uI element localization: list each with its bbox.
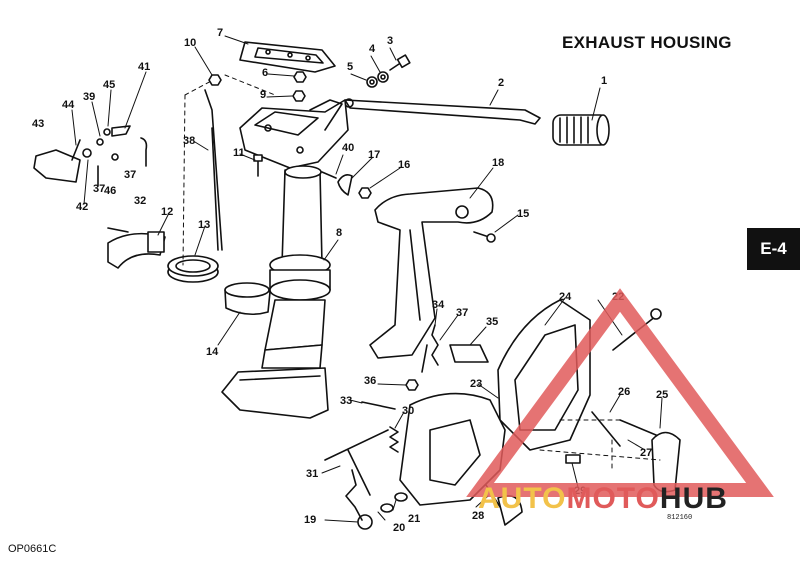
part-spring-37c (421, 344, 428, 373)
part-washer-39 (96, 138, 104, 146)
part-number-label: 39 (83, 91, 95, 103)
part-number-label: 44 (62, 99, 75, 111)
part-washer-4 (377, 71, 389, 83)
part-number-label: 1 (601, 75, 607, 87)
part-number-label: 2 (498, 77, 504, 89)
part-plate-35 (449, 344, 489, 363)
part-bolt-3 (389, 54, 411, 71)
section-tab: E-4 (747, 228, 800, 270)
part-number-label: 18 (492, 157, 504, 169)
part-screw-15 (473, 231, 496, 243)
part-number-label: 45 (103, 79, 115, 91)
part-number-label: 41 (138, 61, 150, 73)
part-number-label: 46 (104, 185, 116, 197)
part-number-label: 12 (161, 206, 173, 218)
part-ring-13 (167, 255, 219, 283)
watermark-moto: MOTO (566, 482, 660, 515)
part-number-label: 15 (517, 208, 529, 220)
part-nut-10 (208, 74, 222, 86)
part-number-label: 33 (340, 395, 352, 407)
watermark-hub: HUB (659, 482, 728, 515)
part-number-label: 43 (32, 118, 44, 130)
part-pin-33 (361, 401, 396, 410)
part-number-label: 11 (233, 147, 245, 159)
part-number-label: 23 (470, 378, 482, 390)
part-swivel-bracket (369, 187, 494, 359)
part-screw-40 (321, 171, 337, 179)
part-nut-42 (82, 148, 92, 158)
part-number-label: 4 (369, 43, 376, 55)
part-lever-31 (324, 429, 389, 521)
part-number-label: 21 (408, 513, 420, 525)
part-bolt-32 (107, 227, 129, 233)
part-number-label: 20 (393, 522, 405, 534)
part-washer-45 (103, 128, 111, 136)
part-exhaust-housing (221, 165, 331, 419)
part-number-label: 42 (76, 201, 88, 213)
part-clip-17 (337, 174, 353, 196)
part-number-label: 3 (387, 35, 393, 47)
part-bolt-22 (612, 308, 662, 351)
part-screw-11 (253, 154, 263, 177)
part-number-label: 5 (347, 61, 353, 73)
part-number-label: 16 (398, 159, 410, 171)
part-number-label: 37 (124, 169, 136, 181)
part-number-label: 37 (93, 183, 105, 195)
part-pin-29 (565, 454, 581, 464)
part-number-label: 35 (486, 316, 498, 328)
part-clamp-bracket-24 (497, 299, 591, 451)
part-number-label: 14 (206, 346, 219, 358)
part-number-label: 36 (364, 375, 376, 387)
part-number-label: 17 (368, 149, 380, 161)
part-number-label: 32 (134, 195, 146, 207)
part-tiller-arm (344, 98, 541, 125)
part-clamp-bracket-23 (399, 392, 506, 506)
part-nut-6 (293, 71, 307, 83)
part-washer-20 (380, 503, 394, 513)
part-nut-16 (358, 187, 372, 199)
part-number-label: 30 (402, 405, 414, 417)
part-number-label: 6 (262, 67, 268, 79)
part-number-label: 31 (306, 468, 318, 480)
part-screw-44 (71, 139, 81, 161)
part-spring-34 (431, 324, 439, 366)
part-washer-21 (394, 492, 408, 502)
part-number-label: 27 (640, 447, 652, 459)
watermark-auto: AUTO (478, 482, 567, 515)
part-nut-9 (292, 90, 306, 102)
part-number-label: 40 (342, 142, 354, 154)
part-number-label: 37 (456, 307, 468, 319)
part-number-label: 34 (432, 299, 445, 311)
part-lever-41 (111, 125, 131, 137)
part-number-label: 26 (618, 386, 630, 398)
drawing-number: 812160 (667, 514, 693, 522)
part-grip (552, 114, 610, 146)
part-clamp-12 (107, 231, 166, 269)
page-title: EXHAUST HOUSING (562, 33, 732, 52)
part-number-label: 9 (260, 89, 266, 101)
part-link-rod-38 (204, 89, 223, 251)
part-number-label: 8 (336, 227, 342, 239)
part-spring-37b (140, 137, 148, 167)
part-number-label: 24 (559, 291, 572, 303)
part-spring-30 (389, 426, 399, 453)
part-number-label: 38 (183, 135, 195, 147)
watermark-triangle (466, 288, 774, 497)
part-number-label: 13 (198, 219, 210, 231)
part-washer-5 (366, 76, 378, 88)
part-number-label: 25 (656, 389, 668, 401)
watermark: AUTOMOTOHUB (478, 482, 728, 516)
part-number-label: 19 (304, 514, 316, 526)
part-gasket (239, 41, 336, 73)
part-pin-26 (591, 411, 621, 447)
part-number-label: 10 (184, 37, 196, 49)
figure-code: OP0661C (8, 543, 57, 555)
part-washer-46 (111, 153, 119, 161)
part-number-label: 28 (472, 510, 484, 522)
part-lever-43 (33, 149, 81, 183)
part-mount-14 (224, 282, 271, 316)
part-nut-36 (405, 379, 419, 391)
part-number-label: 7 (217, 27, 223, 39)
